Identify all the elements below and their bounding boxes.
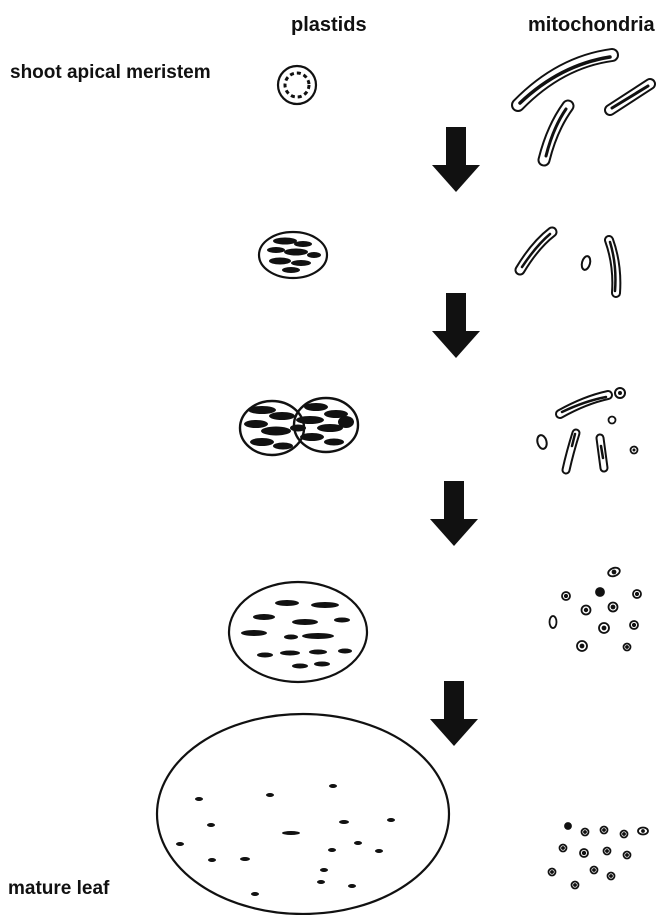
plastid-stage-1 [278, 66, 316, 104]
mitochondria-stage-5 [549, 823, 649, 889]
mitochondria-stage-4 [550, 566, 642, 651]
development-arrow-2 [432, 293, 480, 358]
development-arrow-1 [432, 127, 480, 192]
development-arrow-3 [430, 481, 478, 546]
development-arrow-4 [430, 681, 478, 746]
plastid-stage-3 [240, 398, 358, 455]
mitochondria-stage-3 [536, 388, 638, 470]
plastid-stage-4 [229, 582, 367, 682]
plastid-stage-5 [157, 714, 449, 914]
mitochondria-stage-2 [520, 232, 616, 293]
plastid-stage-2 [259, 232, 327, 278]
mitochondria-stage-1 [518, 55, 650, 160]
